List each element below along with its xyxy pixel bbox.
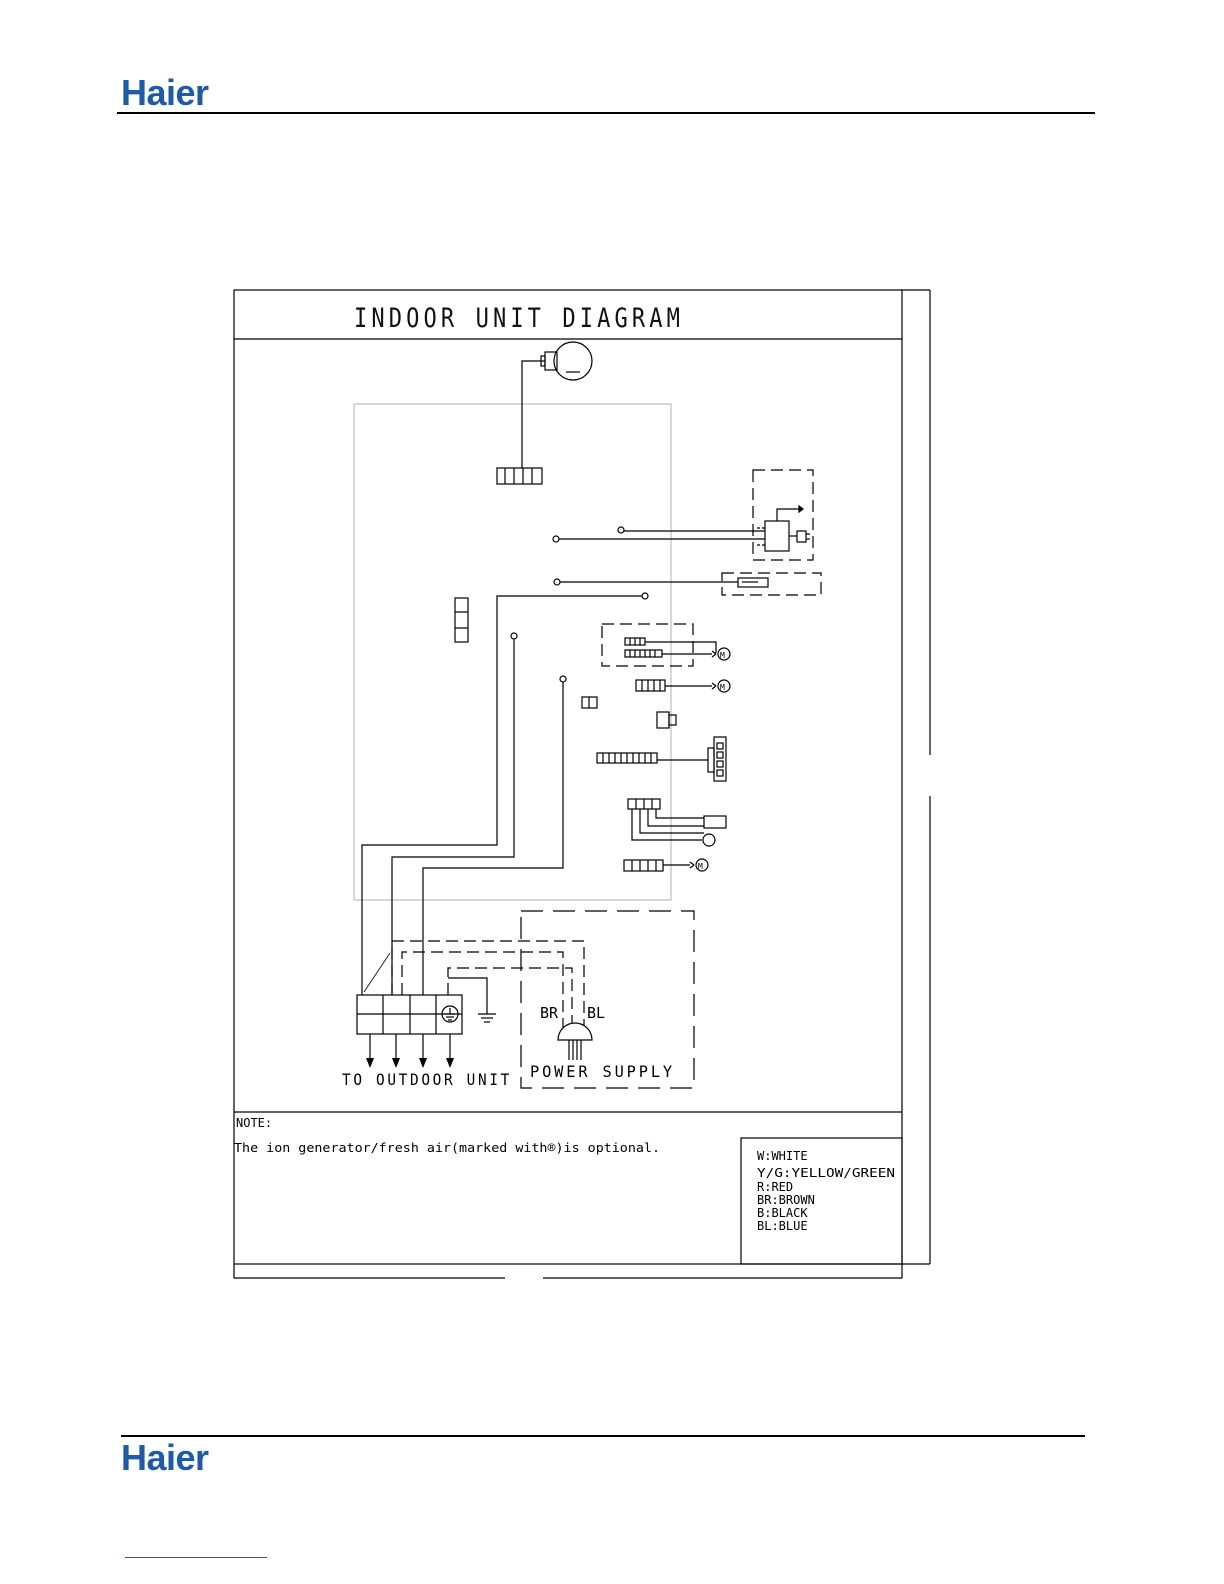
- footer-rule: [121, 1435, 1085, 1437]
- diagram-title: INDOOR UNIT DIAGRAM: [354, 303, 684, 334]
- room-temp-sensor-icon: [704, 816, 726, 828]
- legend-item: R:RED: [757, 1180, 793, 1194]
- power-supply-label: POWER SUPPLY: [530, 1062, 675, 1081]
- to-outdoor-unit-label: TO OUTDOOR UNIT: [342, 1070, 512, 1089]
- motor-symbol-label: M: [720, 683, 725, 692]
- note-text: The ion generator/fresh air(marked with®…: [234, 1141, 660, 1155]
- plug-wire-left-label: BR: [540, 1004, 559, 1022]
- note-heading: NOTE:: [236, 1116, 272, 1130]
- fuse-icon: [455, 598, 468, 642]
- legend-item: Y/G:YELLOW/GREEN: [757, 1166, 895, 1180]
- motor-connector-icon: [497, 468, 542, 484]
- fresh-air-box: [722, 573, 821, 595]
- terminal-point: [618, 527, 624, 533]
- terminal-point: [642, 593, 648, 599]
- output-arrows: [370, 1034, 450, 1062]
- pcb-outline: [354, 404, 671, 900]
- legend-item: BL:BLUE: [757, 1219, 808, 1233]
- sensor-connector-icon: [628, 799, 660, 809]
- legend-item: B:BLACK: [757, 1206, 808, 1220]
- step-motor-icon: [522, 342, 592, 468]
- terminal-block: [357, 953, 462, 1034]
- terminal-point: [511, 633, 517, 639]
- terminal-point: [553, 536, 559, 542]
- footer-link-underline[interactable]: [125, 1557, 267, 1558]
- earth-symbol-icon: [478, 1014, 496, 1022]
- connector-icon: [625, 638, 662, 657]
- terminal-point: [560, 676, 566, 682]
- power-plug-icon: [558, 1023, 592, 1060]
- terminal-point: [554, 579, 560, 585]
- wire-3: [423, 679, 563, 995]
- legend-item: BR:BROWN: [757, 1193, 815, 1207]
- display-board-icon: [708, 737, 726, 781]
- diagram-frame: [234, 290, 902, 1264]
- plug-wire-right-label: BL: [587, 1004, 605, 1022]
- pipe-temp-sensor-icon: [703, 834, 715, 846]
- motor-symbol-label: M: [720, 651, 725, 660]
- connector-icon: [624, 860, 663, 871]
- fan-motor-box: [602, 624, 693, 666]
- relay-icon: [657, 712, 676, 728]
- connector-icon: [636, 680, 665, 691]
- display-connector-icon: [597, 753, 657, 763]
- ion-generator-box: [753, 470, 813, 560]
- motor-symbol-label: M: [698, 862, 703, 871]
- ion-generator-icon: [757, 506, 810, 551]
- legend-item: W:WHITE: [757, 1149, 808, 1163]
- haier-logo-bottom: Haier: [121, 1437, 209, 1479]
